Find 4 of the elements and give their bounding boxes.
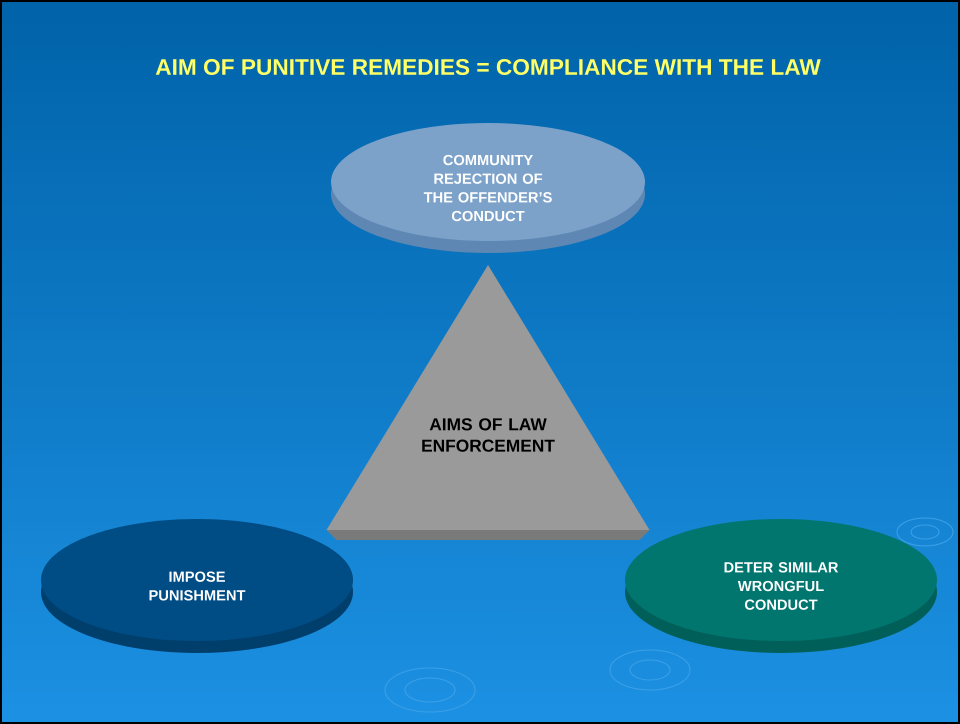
- ellipse-disc: DETER SIMILAR WRONGFUL CONDUCT: [625, 519, 937, 653]
- slide-title: AIM OF PUNITIVE REMEDIES = COMPLIANCE WITH THE LAW: [156, 58, 821, 76]
- ellipse-disc: IMPOSE PUNISHMENT: [41, 519, 353, 653]
- ellipse-disc: COMMUNITY REJECTION OF THE OFFENDER’S CONDUCT: [331, 123, 645, 253]
